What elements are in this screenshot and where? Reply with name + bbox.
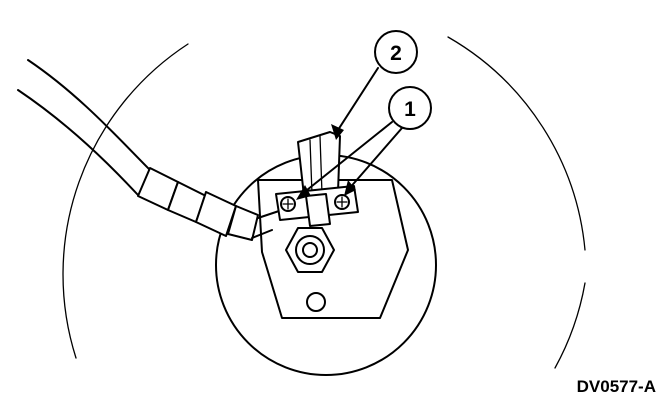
callout-1-arrowhead-left (296, 185, 311, 200)
callout-1-label: 1 (404, 98, 416, 121)
mounting-bracket (275, 185, 359, 227)
bracket-screw-right (334, 194, 350, 210)
callout-1: 1 (296, 86, 432, 200)
refrigerant-hose (17, 59, 283, 241)
figure-id: DV0577-A (577, 377, 656, 396)
outer-circle-outline (62, 36, 586, 369)
callout-2-arrowhead (331, 124, 344, 140)
bracket-screw-left (280, 196, 296, 212)
drain-hole (306, 292, 326, 312)
center-fitting (285, 227, 335, 273)
callout-2: 2 (331, 30, 418, 140)
callout-1-arrowhead-right (344, 180, 356, 196)
callout-2-label: 2 (390, 42, 402, 65)
